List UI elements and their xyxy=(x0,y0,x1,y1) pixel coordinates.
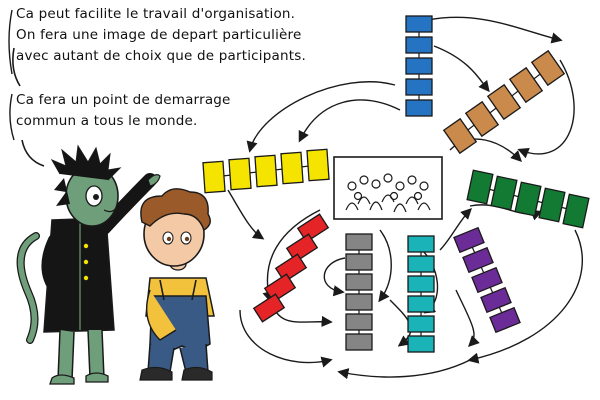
speech-bubble-tail xyxy=(21,139,45,167)
choice-box-teal xyxy=(407,275,435,293)
choice-box-gray xyxy=(345,333,373,351)
choice-box-purple xyxy=(462,246,494,274)
speech-line: Ca peut facilite le travail d'organisati… xyxy=(16,6,296,22)
choice-box-green xyxy=(538,187,566,223)
choice-box-gray xyxy=(345,233,373,251)
choice-box-blue xyxy=(405,15,433,33)
choice-box-teal xyxy=(407,255,435,273)
choice-box-gray xyxy=(345,313,373,331)
speech-bubble-tail xyxy=(12,47,21,87)
speech-text-2: Ca fera un point de demarrage commun a t… xyxy=(16,90,231,132)
choice-box-brown xyxy=(508,66,544,104)
boy-character xyxy=(139,188,215,381)
choice-box-blue xyxy=(405,99,433,117)
speech-line: avec autant de choix que de participants… xyxy=(16,48,306,64)
choice-box-purple xyxy=(489,306,521,334)
branch-gray xyxy=(345,233,373,351)
choice-box-brown xyxy=(486,83,522,121)
choice-box-yellow xyxy=(228,157,252,191)
choice-box-green xyxy=(466,169,494,205)
choice-box-purple xyxy=(453,226,485,254)
choice-box-gray xyxy=(345,293,373,311)
choice-box-red xyxy=(274,253,308,283)
choice-box-brown xyxy=(530,49,566,87)
choice-box-yellow xyxy=(202,160,226,194)
branch-purple xyxy=(453,226,521,334)
choice-box-blue xyxy=(405,57,433,75)
green-dragon-character xyxy=(16,144,161,385)
choice-box-brown xyxy=(442,117,478,155)
choice-box-red xyxy=(252,293,286,323)
choice-box-gray xyxy=(345,253,373,271)
choice-box-red xyxy=(296,213,330,243)
speech-text-1: Ca peut facilite le travail d'organisati… xyxy=(16,4,306,67)
choice-box-brown xyxy=(464,100,500,138)
branch-blue xyxy=(405,15,433,117)
choice-branches xyxy=(202,15,590,353)
choice-box-purple xyxy=(480,286,512,314)
speech-line: commun a tous le monde. xyxy=(16,113,198,129)
choice-box-green xyxy=(562,193,590,229)
choice-box-teal xyxy=(407,315,435,333)
choice-box-teal xyxy=(407,335,435,353)
choice-box-blue xyxy=(405,78,433,96)
choice-box-green xyxy=(490,175,518,211)
branch-brown xyxy=(442,49,566,155)
choice-box-purple xyxy=(471,266,503,294)
speech-line: On fera une image de depart particulière xyxy=(16,27,302,43)
choice-box-yellow xyxy=(254,154,278,188)
choice-box-red xyxy=(285,233,319,263)
choice-box-teal xyxy=(407,295,435,313)
choice-box-yellow xyxy=(306,148,330,182)
choice-box-green xyxy=(514,181,542,217)
choice-box-gray xyxy=(345,273,373,291)
branch-yellow xyxy=(202,148,330,194)
speech-bubble-bracket xyxy=(9,93,15,141)
branch-red xyxy=(252,213,330,323)
group-of-people-picture xyxy=(333,156,443,220)
speech-bubble-bracket xyxy=(8,9,13,75)
choice-box-yellow xyxy=(280,151,304,185)
speech-line: Ca fera un point de demarrage xyxy=(16,92,231,108)
choice-box-red xyxy=(263,273,297,303)
branch-green xyxy=(466,169,590,229)
branch-teal xyxy=(407,235,435,353)
choice-box-teal xyxy=(407,235,435,253)
choice-box-blue xyxy=(405,36,433,54)
